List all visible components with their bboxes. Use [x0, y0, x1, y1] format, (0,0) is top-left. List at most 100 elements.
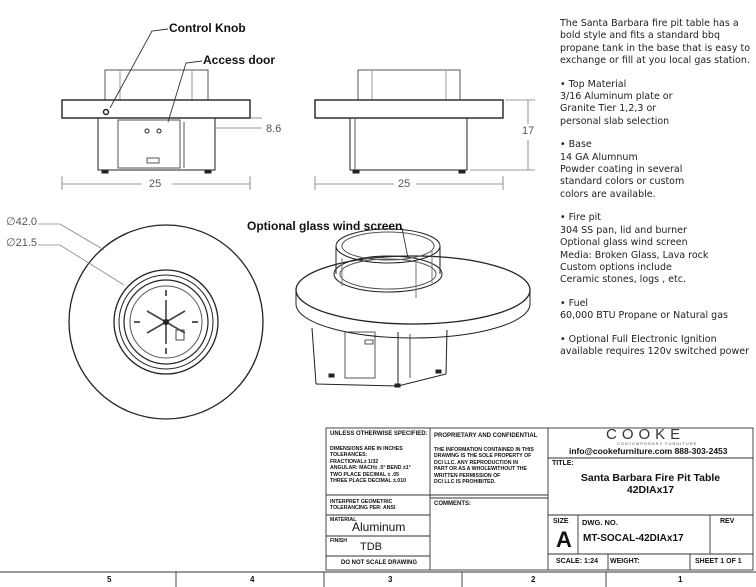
desc-heading: • Fuel: [560, 297, 589, 309]
inner-diameter-dim: ∅21.5: [6, 237, 37, 249]
front-tabletop: [61, 99, 251, 119]
desc-heading: • Base: [560, 139, 592, 151]
proprietary-line: WRITTEN PERMISSION OF: [434, 472, 501, 479]
desc-heading: • Top Material: [560, 78, 627, 90]
interpret-tolerancing: INTERPRET GEOMETRIC TOLERANCING PER: ANS…: [330, 499, 395, 512]
front-foot-left: [101, 169, 109, 174]
access-door-label: Access door: [203, 53, 276, 67]
desc-line: standard colors or custom: [560, 176, 685, 188]
desc-line: Ceramic stones, logs , etc.: [560, 274, 686, 286]
outer-diameter-dim: ∅42.0: [6, 216, 37, 228]
desc-line: Custom options include: [560, 261, 672, 273]
iso-ring-outer: [333, 255, 443, 293]
desc-line: exchange or fill at you local gas statio…: [560, 55, 750, 67]
side-tabletop: [314, 99, 504, 119]
proprietary-line: DCI LLC. ANY REPRODUCTION IN: [434, 459, 519, 466]
zone-5: 5: [107, 575, 112, 584]
front-view: [61, 69, 251, 174]
wind-screen-label: Optional glass wind screen: [247, 219, 403, 233]
proprietary-line: PART OR AS A WHOLEWITHOUT THE: [434, 466, 527, 473]
weight: WEIGHT:: [610, 558, 640, 565]
front-base: [97, 117, 216, 171]
proprietary-heading: PROPRIETARY AND CONFIDENTIAL: [434, 433, 538, 439]
desc-line: Media: Broken Glass, Lava rock: [560, 249, 709, 261]
control-knob-label: Control Knob: [169, 21, 246, 35]
tolerance-line: TWO PLACE DECIMAL ± .05: [330, 471, 400, 478]
inset-dim: 8.6: [266, 123, 282, 135]
tolerance-line: TOLERANCES:: [330, 452, 368, 459]
iso-wind-screen: [335, 246, 441, 274]
desc-line: available requires 120v switched power: [560, 345, 750, 357]
top-outer-circle: [68, 224, 264, 420]
iso-wind-screen-top: [335, 228, 441, 264]
burner-valve: [175, 329, 185, 341]
material-label: MATERIAL: [330, 517, 357, 523]
front-access-door: [117, 119, 181, 169]
desc-line: The Santa Barbara fire pit table has a: [560, 18, 739, 29]
title-label: TITLE:: [552, 460, 574, 467]
front-width-dim: 25: [149, 178, 162, 190]
proprietary-line: DRAWING IS THE SOLE PROPERTY OF: [434, 453, 532, 460]
scale: SCALE: 1:24: [556, 558, 599, 565]
company-contact: info@cookefurniture.com 888-303-2453: [569, 446, 728, 456]
desc-line: 3/16 Aluminum plate or: [560, 91, 673, 103]
desc-line: Optional glass wind screen: [560, 237, 688, 249]
proprietary-line: THE INFORMATION CONTAINED IN THIS: [434, 447, 534, 453]
zone-3: 3: [388, 575, 393, 584]
company-logo: COOKE: [606, 426, 686, 443]
zone-1: 1: [678, 575, 683, 584]
iso-vent: [364, 339, 374, 345]
rev-label: REV: [720, 518, 735, 525]
desc-line: 60,000 BTU Propane or Natural gas: [560, 310, 728, 322]
finish-label: FINISH: [330, 538, 348, 544]
iso-access-door: [344, 331, 376, 379]
desc-line: Powder coating in several: [560, 164, 683, 176]
do-not-scale: DO NOT SCALE DRAWING: [341, 560, 417, 566]
unless-specified: UNLESS OTHERWISE SPECIFIED:: [330, 431, 428, 437]
desc-line: propane tank in the base that is easy to: [560, 42, 751, 54]
material-value: Aluminum: [352, 520, 406, 534]
iso-tabletop-bottom: [295, 290, 531, 339]
front-knob-hole-1: [144, 128, 150, 134]
control-knob: [102, 108, 110, 116]
proprietary-line: DCI LLC IS PROHIBITED.: [434, 479, 496, 486]
tolerance-line: THREE PLACE DECIMAL ±.010: [330, 478, 406, 485]
side-view: [314, 69, 504, 174]
desc-heading: • Optional Full Electronic Ignition: [560, 333, 717, 345]
desc-line: bold style and fits a standard bbq: [560, 30, 720, 42]
drawing-title: Santa Barbara Fire Pit Table 42DIAx17: [548, 472, 753, 496]
top-ring-outer: [113, 269, 219, 375]
tolerances-block: DIMENSIONS ARE IN INCHES TOLERANCES: FRA…: [330, 446, 411, 484]
size-value: A: [556, 527, 572, 552]
title-line: Santa Barbara Fire Pit Table: [580, 472, 721, 484]
side-foot-right: [458, 169, 466, 174]
front-knob-hole-2: [156, 128, 162, 134]
front-vent: [146, 157, 160, 164]
product-description: The Santa Barbara fire pit table has a b…: [560, 18, 752, 358]
top-view: [68, 224, 264, 420]
desc-line: Granite Tier 1,2,3 or: [560, 103, 657, 115]
company-tagline: CONTEMPORARY FURNITURE: [617, 441, 698, 446]
front-foot-right: [204, 169, 212, 174]
side-foot-left: [352, 169, 360, 174]
size-label: SIZE: [553, 518, 569, 525]
top-ring-inner: [123, 279, 209, 365]
tolerance-line: DIMENSIONS ARE IN INCHES: [330, 446, 403, 452]
dwg-no: MT-SOCAL-42DIAx17: [583, 533, 684, 544]
desc-line: 304 SS pan, lid and burner: [560, 224, 687, 236]
desc-line: personal slab selection: [560, 115, 670, 127]
side-wind-screen: [357, 69, 461, 101]
sheet: SHEET 1 OF 1: [695, 558, 742, 565]
tolerance-line: FRACTIONAL± 1/32: [330, 458, 379, 465]
interpret-line: TOLERANCING PER: ANSI: [330, 505, 396, 512]
top-burner-pan: [129, 285, 203, 359]
iso-ring-inner: [339, 258, 437, 290]
isometric-view: [295, 228, 531, 388]
side-base: [349, 117, 468, 171]
title-block-grid: [325, 427, 754, 571]
tolerance-line: ANGULAR: MACH± .5° BEND ±1°: [330, 465, 411, 472]
desc-line: 14 GA Alumnum: [560, 151, 638, 163]
comments-label: COMMENTS:: [434, 501, 471, 507]
desc-line: colors are available.: [560, 188, 656, 200]
